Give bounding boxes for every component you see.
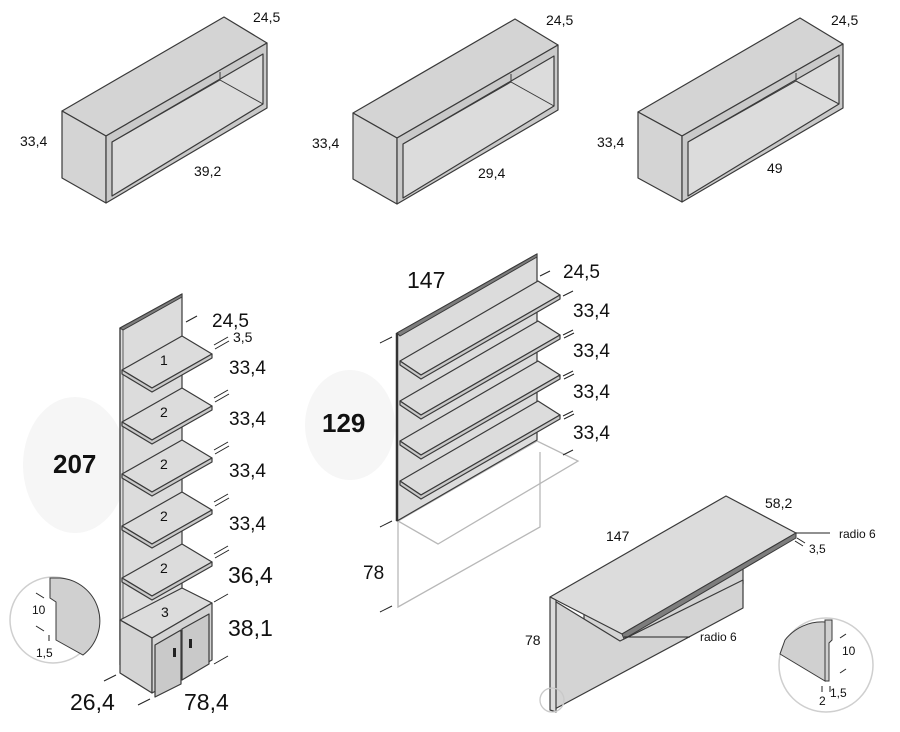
shelf-number: 1 — [160, 352, 168, 368]
wall-panel-shelf-edge — [399, 414, 561, 500]
cabinet-2-height-label: 33,4 — [312, 135, 339, 151]
wall-panel-shelf-edge — [399, 334, 561, 420]
desk-detail-notch-depth: 1,5 — [830, 686, 847, 700]
bookcase-shelf-edge — [121, 561, 213, 601]
cabinet-1-depth-label: 24,5 — [253, 9, 280, 25]
desk-height-label: 78 — [525, 632, 541, 648]
wall-panel-desk-height-label: 78 — [363, 563, 384, 584]
desk-corner-radius-front-label: radio 6 — [700, 630, 737, 644]
cabinet-3-height-label: 33,4 — [597, 134, 624, 150]
bookcase-shelf-thickness-label: 3,5 — [233, 329, 253, 345]
bookcase: 1 2 2 2 2 3 207 24,5 3,5 33,4 33,4 33,4 33,4… — [9, 293, 273, 715]
wall-cabinet-2: 24,5 33,4 29,4 — [312, 12, 573, 205]
wall-panel-shelves — [399, 280, 561, 500]
cabinet-2-width-label: 29,4 — [478, 165, 505, 181]
desk-depth-label: 58,2 — [765, 495, 792, 511]
wall-panel-width-label: 147 — [407, 267, 445, 293]
ghost-desk-top — [396, 440, 580, 545]
door-handle-left[interactable] — [173, 648, 176, 657]
cabinet-3-width-label: 49 — [767, 160, 783, 176]
bookcase-detail-notch-depth: 1,5 — [36, 646, 53, 660]
wall-panel-spacing-1: 33,4 — [573, 301, 610, 322]
shelf-number: 2 — [160, 508, 168, 524]
wall-panel-shelf-edge — [399, 294, 561, 380]
wall-panel-spacing-2: 33,4 — [573, 341, 610, 362]
desk-leg-edge — [549, 596, 557, 713]
desk: 147 58,2 78 radio 6 3,5 radio 6 10 2 1,5 — [525, 495, 876, 713]
wall-panel-shelf-edge — [399, 374, 561, 460]
wall-cabinet-1: 24,5 33,4 39,2 — [20, 9, 280, 204]
desk-detail-callout: 10 2 1,5 — [778, 617, 874, 713]
wall-panel-spacing-3: 33,4 — [573, 382, 610, 403]
cabinet-2-depth-label: 24,5 — [546, 12, 573, 28]
bookcase-shelf-edge — [121, 405, 213, 445]
wall-panel-depth-label: 24,5 — [563, 262, 600, 283]
wall-cabinet-3: 24,5 33,4 49 — [597, 12, 858, 203]
cabinet-1-height-label: 33,4 — [20, 133, 47, 149]
wall-panel-spacing-4: 33,4 — [573, 423, 610, 444]
bookcase-height-label: 207 — [53, 449, 96, 479]
bookcase-shelves: 1 2 2 2 2 — [121, 335, 213, 601]
desk-corner-radius-top-label: radio 6 — [839, 527, 876, 541]
shelf-number: 2 — [160, 404, 168, 420]
bookcase-shelf-edge — [121, 509, 213, 549]
bookcase-spacing-1: 33,4 — [229, 358, 266, 379]
base-cabinet-door-right[interactable] — [181, 613, 210, 681]
bookcase-spacing-4: 33,4 — [229, 514, 266, 535]
bookcase-spacing-6: 38,1 — [228, 615, 273, 641]
bookcase-base-width-label: 78,4 — [184, 689, 229, 715]
shelf-number-3: 3 — [161, 604, 169, 620]
desk-detail-leg-offset: 2 — [819, 694, 826, 708]
bookcase-spacing-2: 33,4 — [229, 409, 266, 430]
bookcase-base-depth-label: 26,4 — [70, 689, 115, 715]
cabinet-1-width-label: 39,2 — [194, 163, 221, 179]
bookcase-depth-label: 24,5 — [212, 311, 249, 332]
bookcase-shelf-edge — [121, 353, 213, 393]
desk-detail-notch-height: 10 — [842, 644, 856, 658]
bookcase-spacing-5: 36,4 — [228, 562, 273, 588]
shelf-number: 2 — [160, 560, 168, 576]
wall-panel-height-label: 129 — [322, 408, 365, 438]
shelf-number: 2 — [160, 456, 168, 472]
bookcase-detail-notch-height: 10 — [32, 603, 46, 617]
wall-panel: 147 129 24,5 33,4 33,4 33,4 33,4 78 — [305, 253, 610, 613]
bookcase-spacing-3: 33,4 — [229, 461, 266, 482]
base-cabinet-door-left[interactable] — [154, 629, 182, 698]
bookcase-detail-callout: 10 1,5 — [9, 576, 101, 664]
door-handle-right[interactable] — [189, 639, 192, 648]
desk-top-thickness-label: 3,5 — [809, 542, 826, 556]
cabinet-3-depth-label: 24,5 — [831, 12, 858, 28]
bookcase-shelf-edge — [121, 457, 213, 497]
desk-length-label: 147 — [606, 528, 630, 544]
